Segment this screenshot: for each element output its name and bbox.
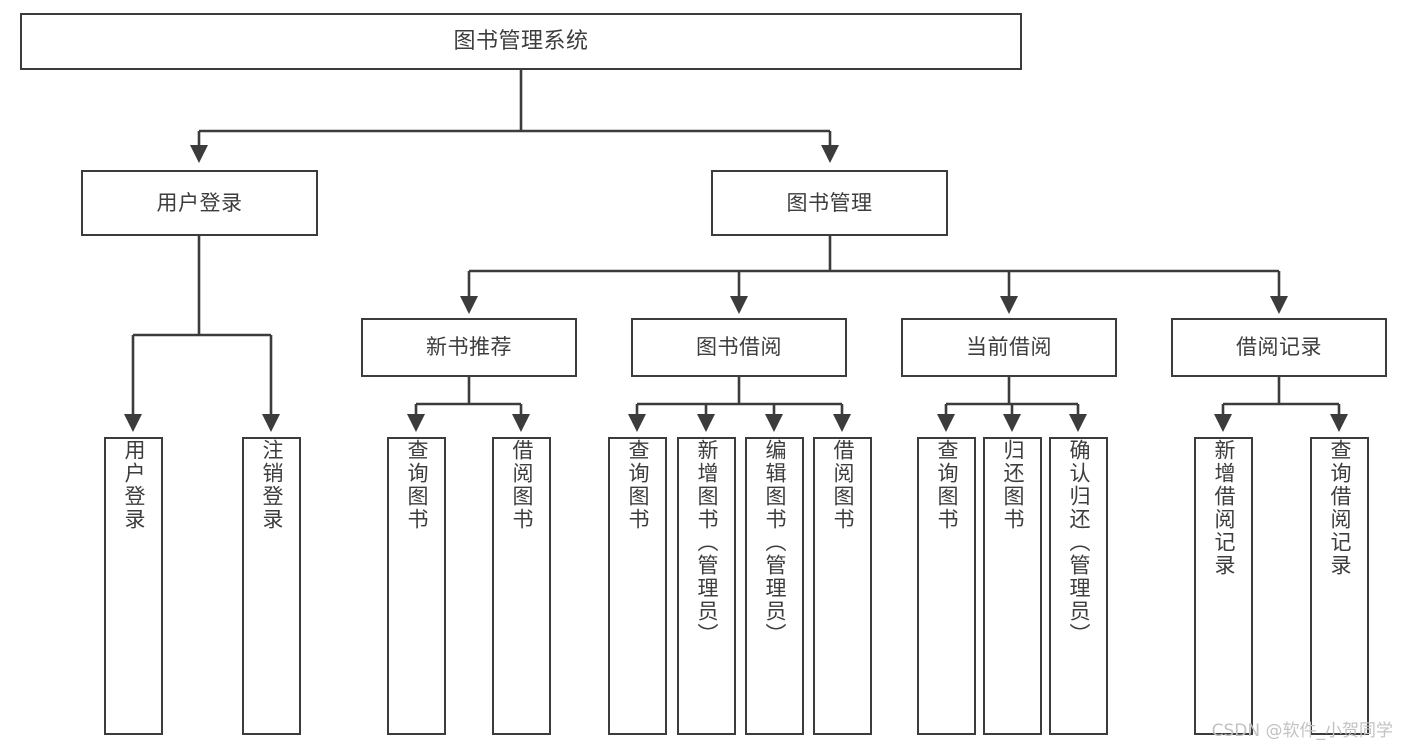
leaf-borrow-book-2[interactable]: 借阅图书 [813,437,872,735]
leaf-query-book-2[interactable]: 查询图书 [608,437,667,735]
leaf-confirm-return-label: 确认归还（管理员） [1066,439,1091,646]
leaf-confirm-return[interactable]: 确认归还（管理员） [1049,437,1108,735]
leaf-add-borrow-record[interactable]: 新增借阅记录 [1194,437,1253,735]
leaf-query-book-3[interactable]: 查询图书 [917,437,976,735]
node-book-management-label: 图书管理 [786,190,873,215]
leaf-query-borrow-record[interactable]: 查询借阅记录 [1310,437,1369,735]
leaf-query-borrow-record-label: 查询借阅记录 [1327,439,1352,577]
leaf-query-book-1-label: 查询图书 [404,439,429,531]
leaf-add-book-label: 新增图书（管理员） [694,439,719,646]
leaf-edit-book[interactable]: 编辑图书（管理员） [745,437,804,735]
leaf-edit-book-label: 编辑图书（管理员） [762,439,787,646]
node-current-borrow[interactable]: 当前借阅 [901,318,1117,377]
node-current-borrow-label: 当前借阅 [966,335,1052,360]
node-root[interactable]: 图书管理系统 [20,13,1022,70]
node-borrow-record-label: 借阅记录 [1236,335,1322,360]
node-root-label: 图书管理系统 [453,28,589,54]
leaf-return-book[interactable]: 归还图书 [983,437,1042,735]
leaf-borrow-book-1-label: 借阅图书 [509,439,534,531]
leaf-add-book[interactable]: 新增图书（管理员） [677,437,736,735]
watermark: CSDN @软件_小贺同学 [1211,721,1393,741]
leaf-return-book-label: 归还图书 [1000,439,1025,531]
node-book-borrow-label: 图书借阅 [696,335,782,360]
node-new-book-recommend-label: 新书推荐 [426,335,512,360]
leaf-logout[interactable]: 注销登录 [242,437,301,735]
leaf-borrow-book-1[interactable]: 借阅图书 [492,437,551,735]
node-borrow-record[interactable]: 借阅记录 [1171,318,1387,377]
node-user-login-label: 用户登录 [156,190,243,215]
leaf-logout-label: 注销登录 [259,439,284,531]
node-user-login[interactable]: 用户登录 [81,170,318,236]
leaf-query-book-3-label: 查询图书 [934,439,959,531]
leaf-borrow-book-2-label: 借阅图书 [830,439,855,531]
leaf-add-borrow-record-label: 新增借阅记录 [1211,439,1236,577]
leaf-user-login[interactable]: 用户登录 [104,437,163,735]
leaf-query-book-2-label: 查询图书 [625,439,650,531]
leaf-query-book-1[interactable]: 查询图书 [387,437,446,735]
node-book-management[interactable]: 图书管理 [711,170,948,236]
node-new-book-recommend[interactable]: 新书推荐 [361,318,577,377]
leaf-user-login-label: 用户登录 [121,439,146,531]
node-book-borrow[interactable]: 图书借阅 [631,318,847,377]
